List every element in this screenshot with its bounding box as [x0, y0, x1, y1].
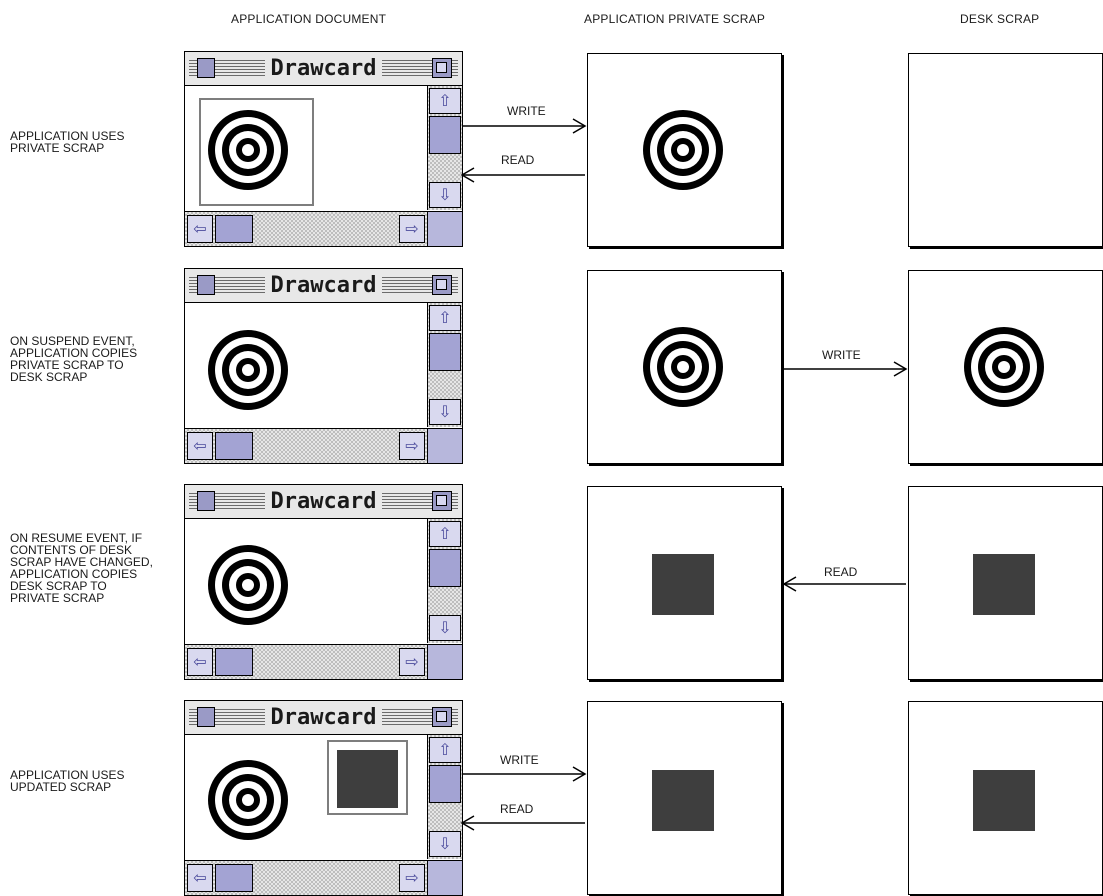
private-scrap-row-2 [587, 270, 782, 464]
private-scrap-row-1 [587, 53, 782, 247]
vertical-scroll-thumb[interactable] [429, 765, 461, 803]
right-arrow-icon[interactable]: ⇨ [399, 215, 425, 243]
horizontal-scroll-thumb[interactable] [215, 215, 253, 243]
vertical-scroll-thumb[interactable] [429, 116, 461, 154]
vertical-scrollbar[interactable]: ⇧ ⇩ [427, 86, 462, 210]
title-bar[interactable]: Drawcard [185, 485, 462, 519]
horizontal-scrollbar[interactable]: ⇦ ⇨ [185, 211, 427, 246]
window-content [185, 303, 427, 427]
desk-scrap-row-2 [908, 270, 1103, 464]
horizontal-scroll-thumb[interactable] [215, 864, 253, 892]
vertical-scroll-thumb[interactable] [429, 549, 461, 587]
drawcard-window-row-3: Drawcard ⇧ ⇩ ⇦ ⇨ [184, 484, 463, 680]
drawcard-window-row-4: Drawcard ⇧ ⇩ ⇦ ⇨ [184, 700, 463, 896]
vertical-scrollbar[interactable]: ⇧ ⇩ [427, 303, 462, 427]
window-title: Drawcard [265, 56, 383, 81]
left-arrow-icon[interactable]: ⇦ [187, 215, 213, 243]
horizontal-scroll-thumb[interactable] [215, 432, 253, 460]
left-arrow-icon[interactable]: ⇦ [187, 432, 213, 460]
down-arrow-icon[interactable]: ⇩ [429, 182, 461, 208]
arrow-label-read-row-4: READ [500, 802, 533, 816]
vertical-scroll-thumb[interactable] [429, 333, 461, 371]
square-shape-private-row-3 [652, 554, 714, 615]
arrow-label-write-row-2: WRITE [822, 348, 861, 362]
down-arrow-icon[interactable]: ⇩ [429, 831, 461, 857]
window-content [185, 519, 427, 643]
desk-scrap-row-1 [908, 53, 1103, 247]
square-shape-desk-row-4 [973, 770, 1035, 831]
zoom-box-icon[interactable] [432, 58, 452, 78]
arrow-label-write-row-1: WRITE [507, 104, 546, 118]
left-arrow-icon[interactable]: ⇦ [187, 648, 213, 676]
up-arrow-icon[interactable]: ⇧ [429, 737, 461, 763]
grow-box-icon[interactable] [427, 644, 462, 679]
row-1-description: APPLICATION USES PRIVATE SCRAP [10, 130, 124, 154]
title-bar[interactable]: Drawcard [185, 701, 462, 735]
window-content [185, 86, 427, 210]
window-content [185, 735, 427, 859]
up-arrow-icon[interactable]: ⇧ [429, 88, 461, 114]
grow-box-icon[interactable] [427, 428, 462, 463]
arrow-label-read-row-1: READ [501, 153, 534, 167]
vertical-scrollbar[interactable]: ⇧ ⇩ [427, 519, 462, 643]
row-4-description: APPLICATION USES UPDATED SCRAP [10, 769, 124, 793]
right-arrow-icon[interactable]: ⇨ [399, 864, 425, 892]
drawcard-window-row-2: Drawcard ⇧ ⇩ ⇦ ⇨ [184, 268, 463, 464]
down-arrow-icon[interactable]: ⇩ [429, 615, 461, 641]
horizontal-scrollbar[interactable]: ⇦ ⇨ [185, 644, 427, 679]
left-arrow-icon[interactable]: ⇦ [187, 864, 213, 892]
up-arrow-icon[interactable]: ⇧ [429, 521, 461, 547]
horizontal-scrollbar[interactable]: ⇦ ⇨ [185, 428, 427, 463]
zoom-box-icon[interactable] [432, 491, 452, 511]
right-arrow-icon[interactable]: ⇨ [399, 432, 425, 460]
horizontal-scrollbar[interactable]: ⇦ ⇨ [185, 860, 427, 895]
window-title: Drawcard [265, 705, 383, 730]
arrow-label-read-row-3: READ [824, 565, 857, 579]
window-title: Drawcard [265, 273, 383, 298]
right-arrow-icon[interactable]: ⇨ [399, 648, 425, 676]
grow-box-icon[interactable] [427, 211, 462, 246]
drawcard-window-row-1: Drawcard ⇧ ⇩ ⇦ ⇨ [184, 51, 463, 247]
column-header-application-document: APPLICATION DOCUMENT [231, 12, 386, 26]
column-header-private-scrap: APPLICATION PRIVATE SCRAP [584, 12, 765, 26]
zoom-box-icon[interactable] [432, 275, 452, 295]
grow-box-icon[interactable] [427, 860, 462, 895]
zoom-box-icon[interactable] [432, 707, 452, 727]
title-bar[interactable]: Drawcard [185, 52, 462, 86]
title-bar[interactable]: Drawcard [185, 269, 462, 303]
square-shape-private-row-4 [652, 770, 714, 831]
arrow-label-write-row-4: WRITE [500, 753, 539, 767]
up-arrow-icon[interactable]: ⇧ [429, 305, 461, 331]
window-title: Drawcard [265, 489, 383, 514]
vertical-scrollbar[interactable]: ⇧ ⇩ [427, 735, 462, 859]
horizontal-scroll-thumb[interactable] [215, 648, 253, 676]
square-shape-desk-row-3 [973, 554, 1035, 615]
down-arrow-icon[interactable]: ⇩ [429, 399, 461, 425]
column-header-desk-scrap: DESK SCRAP [960, 12, 1039, 26]
row-2-description: ON SUSPEND EVENT, APPLICATION COPIES PRI… [10, 335, 137, 383]
row-3-description: ON RESUME EVENT, IF CONTENTS OF DESK SCR… [10, 532, 153, 604]
